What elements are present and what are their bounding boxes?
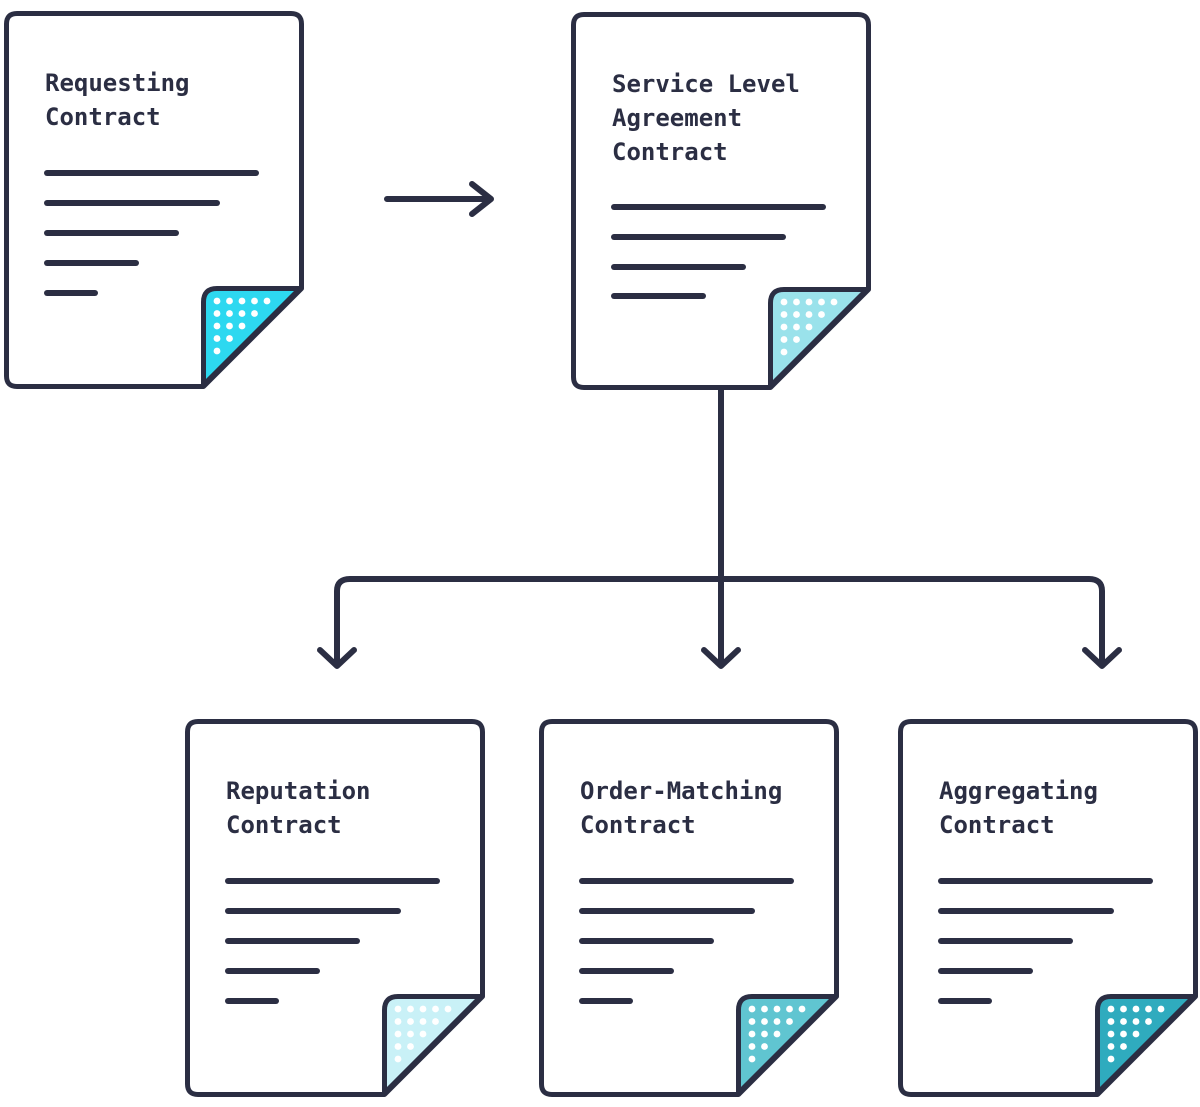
document-node-reputation-contract: Reputation Contract [185,719,485,1096]
arrow-requesting-to-sla [384,181,494,217]
document-title: Order-Matching Contract [580,777,783,839]
document-title: Aggregating Contract [939,777,1098,839]
arrow-sla-to-aggregating [718,576,1122,669]
document-node-service-level-agreement-contract: Service Level Agreement Contract [571,12,871,389]
arrow-sla-to-order-matching [701,386,741,669]
document-title: Service Level Agreement Contract [612,70,800,166]
arrow-sla-to-reputation [317,576,724,669]
document-node-requesting-contract: Requesting Contract [4,11,304,388]
document-title: Requesting Contract [45,69,190,131]
document-node-order-matching-contract: Order-Matching Contract [539,719,839,1096]
document-node-aggregating-contract: Aggregating Contract [898,719,1198,1096]
document-title: Reputation Contract [226,777,371,839]
